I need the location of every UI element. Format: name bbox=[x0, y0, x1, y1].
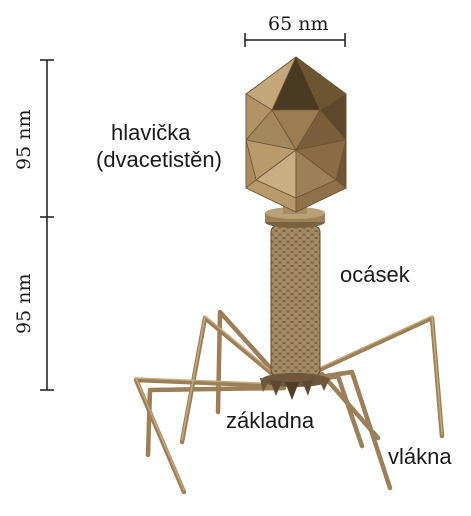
head-width-dimension: 65 nm bbox=[268, 13, 328, 35]
height-dimension-line bbox=[40, 60, 54, 390]
head-label: hlavička bbox=[111, 120, 190, 146]
tail-sheath bbox=[271, 226, 320, 376]
tail-label: ocásek bbox=[340, 262, 410, 288]
head-shape-label: (dvacetistěn) bbox=[96, 147, 222, 173]
base-label: základna bbox=[226, 408, 314, 434]
capsid-head bbox=[246, 57, 346, 212]
head-height-dimension: 95 nm bbox=[13, 110, 35, 170]
width-dimension-line bbox=[245, 33, 345, 47]
tail-height-dimension: 95 nm bbox=[13, 274, 35, 334]
fibers-label: vlákna bbox=[388, 444, 452, 470]
